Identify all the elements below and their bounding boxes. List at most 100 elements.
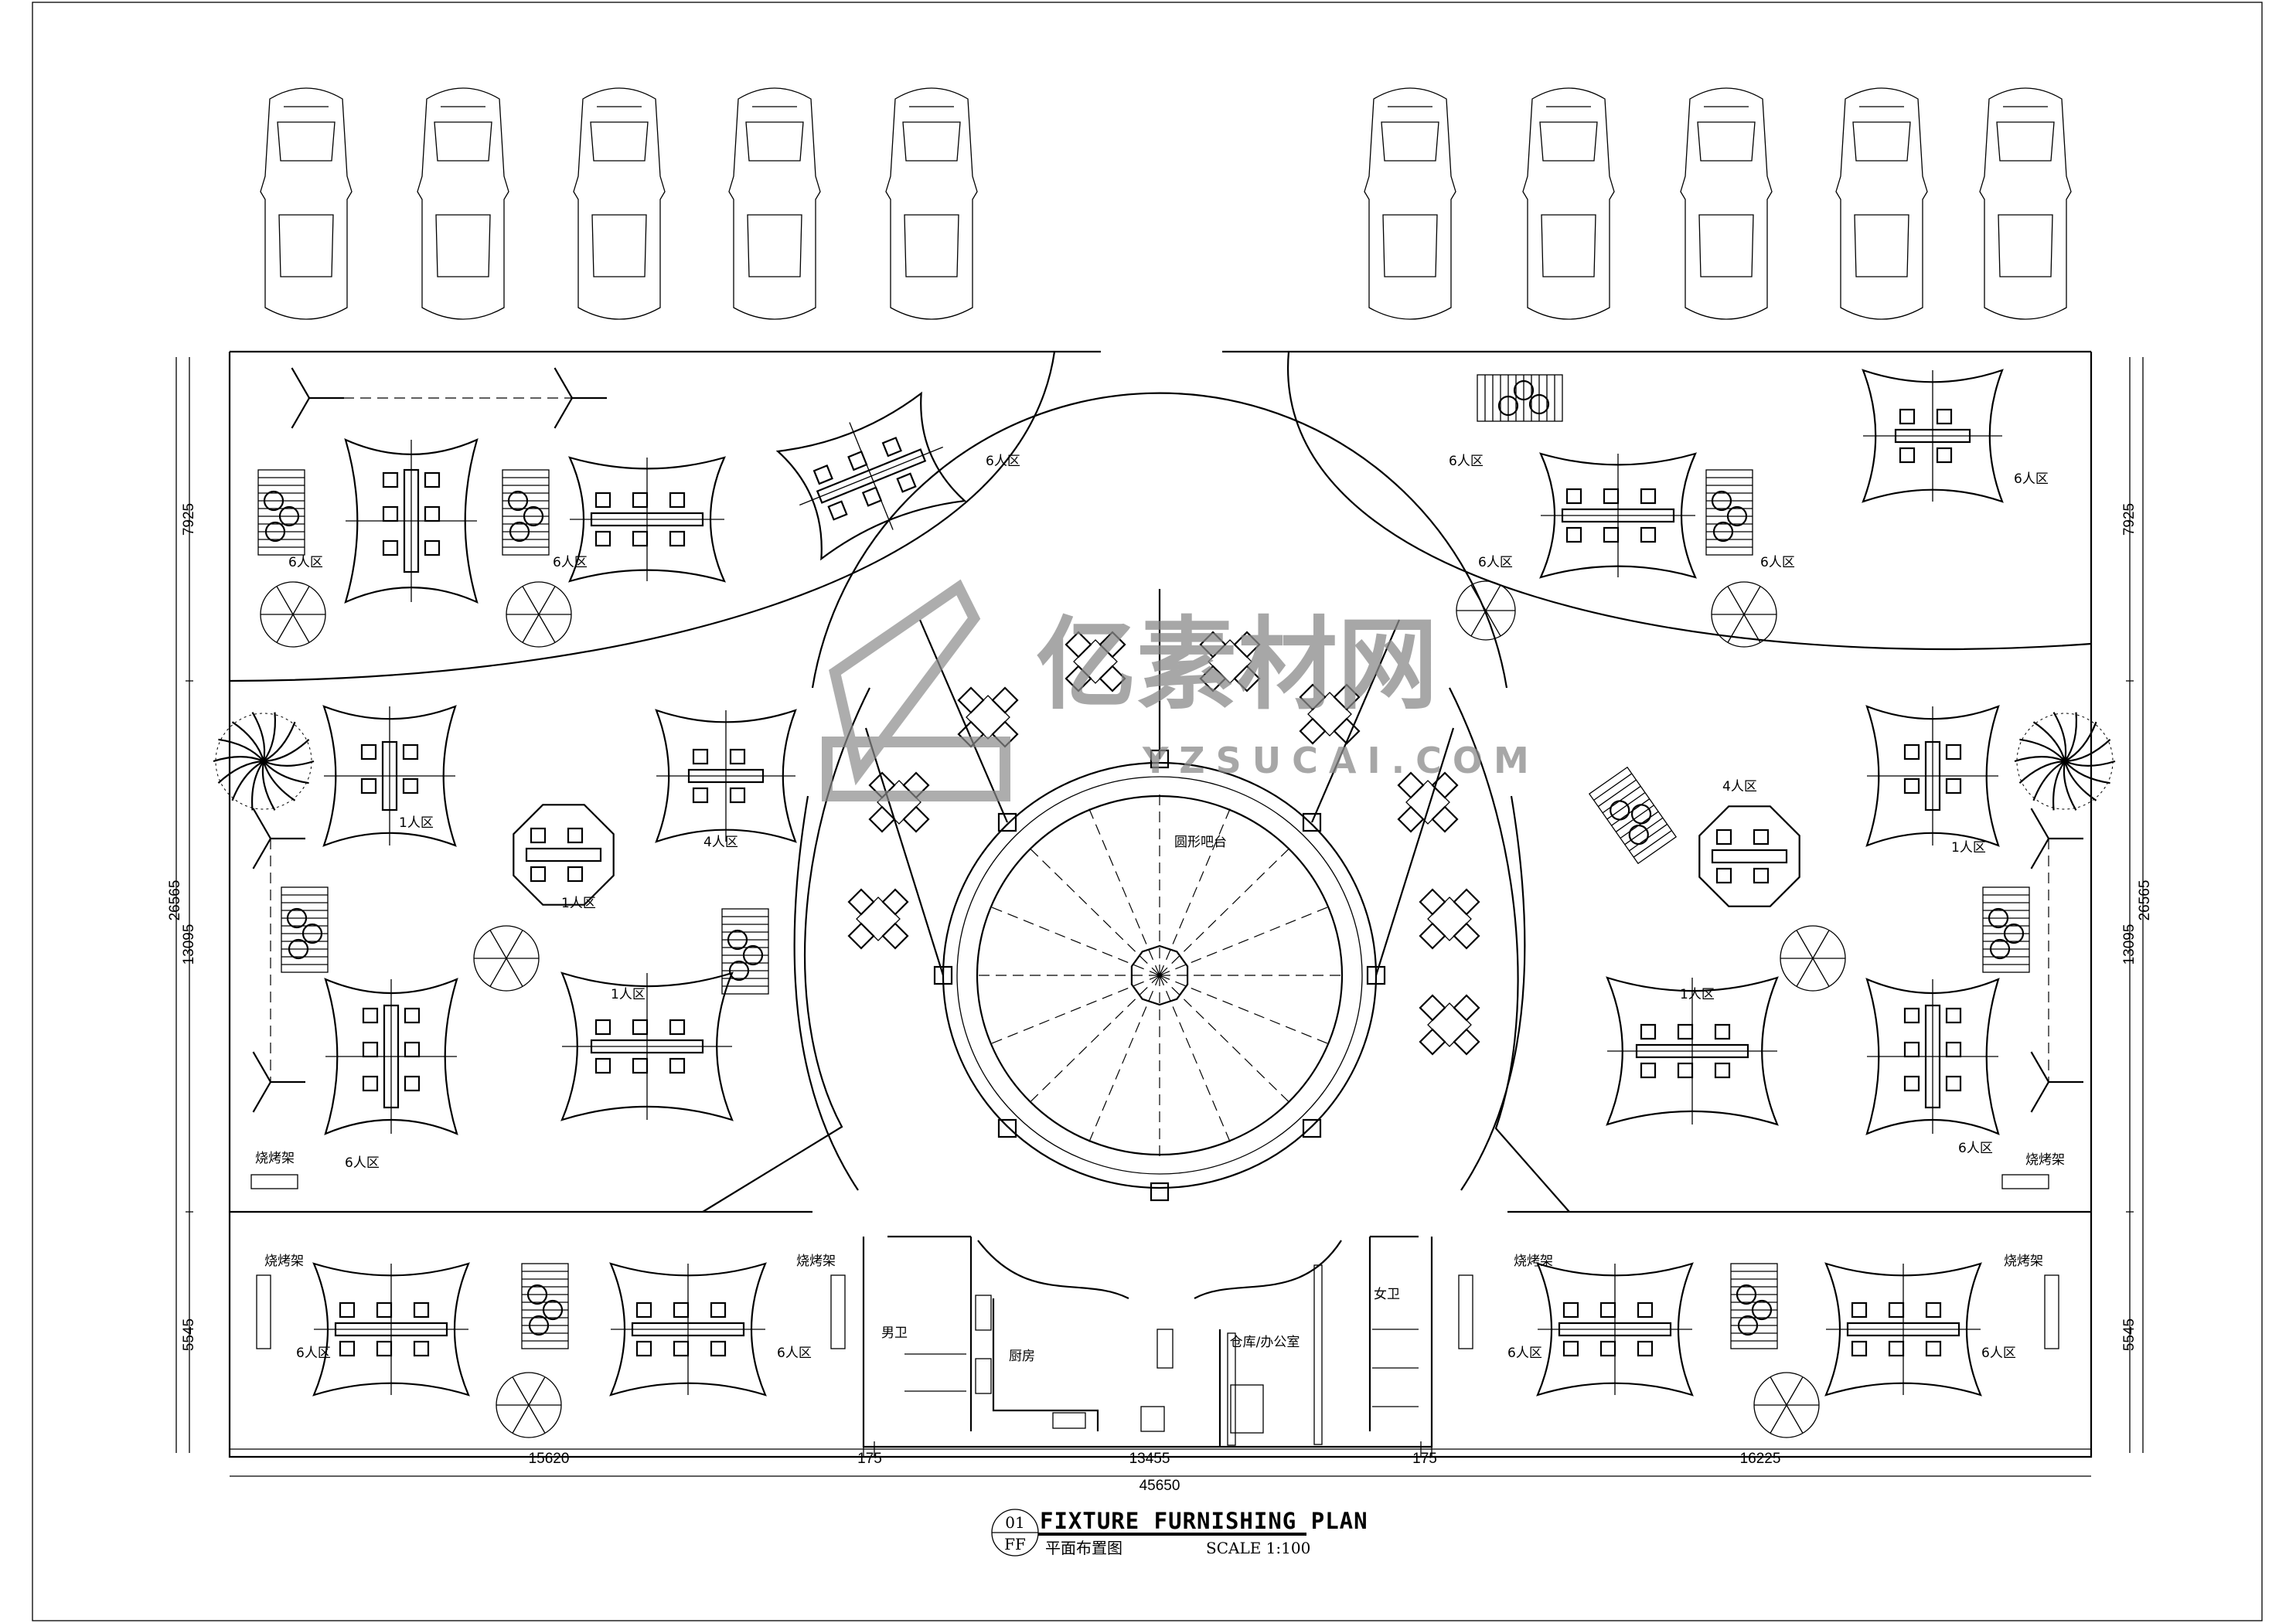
chair [1903, 1075, 1920, 1092]
shelf [1313, 1264, 1323, 1445]
cafe-table-cluster [1419, 888, 1480, 950]
table [1924, 740, 1941, 812]
dim-bottom: 13455 [1129, 1451, 1170, 1467]
chair [376, 1301, 393, 1318]
stove [975, 1358, 992, 1394]
chair [1753, 829, 1770, 846]
chair [1603, 526, 1620, 543]
chair [1640, 526, 1657, 543]
chair [1099, 665, 1126, 692]
chair [1431, 805, 1459, 833]
table [1924, 1004, 1941, 1109]
zone-label: 6人区 [2014, 471, 2049, 487]
tensile-canopy [322, 705, 457, 847]
table [1711, 849, 1788, 864]
stool [1711, 490, 1732, 512]
zone-label: 烧烤架 [2025, 1152, 2065, 1168]
chair [1888, 1340, 1905, 1357]
zone-label: 6人区 [986, 454, 1020, 469]
stool [742, 944, 764, 966]
bar-spoke [1027, 846, 1160, 976]
chair [847, 888, 875, 916]
chair [669, 1057, 686, 1074]
canopy-beam [1310, 619, 1401, 823]
canopy-table-set [1698, 805, 1800, 907]
chair [424, 505, 441, 522]
bar-spoke [1159, 975, 1231, 1144]
chair [1333, 683, 1361, 711]
chair [1565, 488, 1582, 505]
chair [1640, 488, 1657, 505]
chair [812, 464, 833, 485]
shrub [496, 1372, 562, 1438]
stool [264, 521, 286, 543]
bar-spoke [1159, 975, 1331, 1046]
bar-spoke [988, 975, 1160, 1046]
tensile-canopy [324, 978, 458, 1135]
zone-label: 4人区 [703, 835, 738, 850]
watermark-url: YZSUCAI.COM [1142, 740, 1540, 781]
sun-lounger-set [1730, 1263, 1778, 1349]
canopy-table-set [609, 1262, 767, 1397]
car [1680, 87, 1773, 320]
table [590, 1039, 704, 1054]
stool [1610, 800, 1630, 821]
room-label-kitchen: 厨房 [1009, 1349, 1035, 1364]
structural-column [1302, 812, 1322, 832]
light-post [252, 808, 305, 869]
zone-label: 6人区 [1478, 555, 1513, 570]
tensile-canopy [609, 1262, 767, 1397]
dim-left: 5545 [181, 1318, 197, 1351]
shrub [260, 581, 326, 648]
stool [526, 1284, 548, 1305]
chair [402, 777, 419, 794]
chair [1677, 1023, 1694, 1040]
chair [632, 492, 649, 509]
stool [301, 923, 323, 944]
chair [1562, 1301, 1579, 1318]
sun-lounger-set [257, 469, 305, 556]
east-arc [1460, 795, 1526, 1191]
stove [975, 1295, 992, 1331]
chair [673, 1301, 690, 1318]
stool [1736, 1284, 1757, 1305]
stool [1751, 1299, 1773, 1321]
canopy-beam [918, 619, 1009, 823]
large-tree [2014, 712, 2116, 811]
stool [2003, 923, 2025, 944]
chair [635, 1301, 652, 1318]
chair [362, 1007, 379, 1024]
canopy-seating [312, 369, 2004, 1397]
chair [594, 492, 611, 509]
cafe-table-cluster [1299, 683, 1361, 745]
chair [1925, 1340, 1942, 1357]
chair [1431, 771, 1459, 799]
tensile-canopy [1862, 369, 2004, 503]
chair [404, 1007, 421, 1024]
bbq-grill [250, 1174, 298, 1189]
tensile-canopy [1536, 1262, 1694, 1397]
tensile-canopy [1865, 978, 2000, 1135]
chair [710, 1340, 727, 1357]
chair [1199, 631, 1227, 658]
zone-label: 6人区 [1449, 454, 1484, 469]
stool [1497, 395, 1519, 417]
cafe-table-cluster [1065, 631, 1126, 692]
large-tree [213, 712, 315, 811]
zone-label: 6人区 [288, 555, 323, 570]
service-walls [862, 1237, 1433, 1448]
zone-label: 1人区 [1680, 987, 1715, 1002]
car [1522, 87, 1615, 320]
dim-bottom: 175 [1412, 1451, 1437, 1467]
table [525, 847, 602, 863]
chair [902, 805, 930, 833]
sheet-code: FF [1004, 1535, 1026, 1553]
chair [1945, 1075, 1962, 1092]
chair [424, 471, 441, 488]
room-label-storage-office: 仓库/办公室 [1230, 1335, 1300, 1350]
canopy-table-set [1824, 1262, 1982, 1397]
curved-partitions [977, 1240, 1342, 1299]
lounger-sets [257, 374, 2030, 1349]
dim-right: 5545 [2121, 1318, 2138, 1351]
table [1427, 897, 1472, 941]
